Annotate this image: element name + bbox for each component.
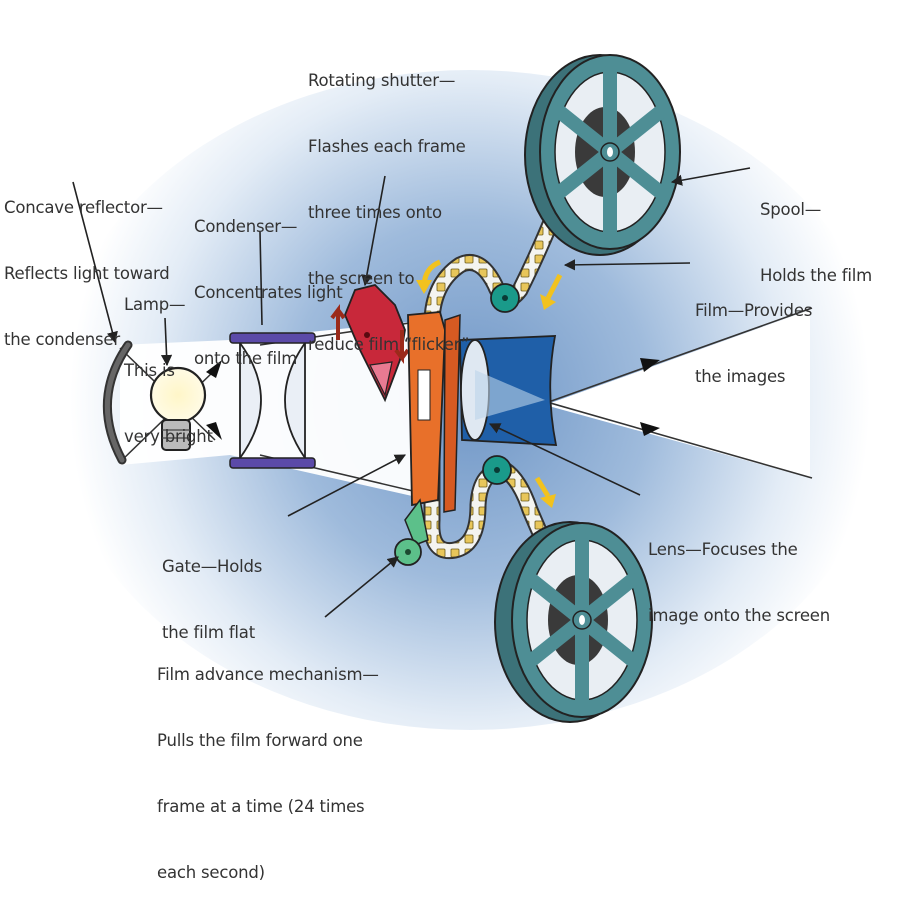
label-line: Pulls the film forward one	[157, 731, 363, 750]
film-motion-arrowhead	[416, 280, 432, 294]
film-advance-mechanism	[394, 498, 429, 566]
light-beam	[120, 320, 430, 500]
label-line: each second)	[157, 863, 265, 882]
leader-gate	[287, 454, 406, 517]
projection-arrowhead	[640, 358, 660, 372]
label-line: Reflects light toward	[4, 264, 170, 283]
label-title: Condenser—	[194, 217, 298, 236]
label-line: This is	[124, 361, 175, 380]
lens-barrel	[459, 335, 558, 446]
label-title: Lens—Focuses the	[648, 540, 798, 559]
spool-upper	[524, 54, 681, 256]
rotating-shutter	[330, 284, 410, 403]
label-line: Holds the film	[760, 266, 872, 285]
leader-spool	[670, 167, 751, 186]
spool-lower	[494, 521, 653, 723]
shutter-arrow-down	[394, 330, 410, 364]
label-line: the condenser	[4, 330, 120, 349]
label-line: the images	[695, 367, 786, 386]
label-line: reduce film “flicker”	[308, 335, 470, 354]
label-title: Gate—Holds	[162, 557, 263, 576]
label-line: image onto the screen	[648, 606, 830, 625]
label-line: onto the film	[194, 349, 298, 368]
label-title: Rotating shutter—	[308, 71, 456, 90]
label-film-advance-mechanism: Film advance mechanism— Pulls the film f…	[157, 620, 379, 906]
film-motion-arrowhead	[540, 494, 556, 508]
label-lens: Lens—Focuses the image onto the screen	[648, 495, 830, 649]
sprocket-upper-hub	[502, 295, 508, 301]
sprocket-lower-hub	[494, 467, 500, 473]
label-title: Film advance mechanism—	[157, 665, 379, 684]
label-rotating-shutter: Rotating shutter— Flashes each frame thr…	[308, 26, 469, 378]
label-concave-reflector: Concave reflector— Reflects light toward…	[4, 153, 170, 373]
projection-arrowhead	[640, 422, 660, 436]
label-line: Flashes each frame	[308, 137, 466, 156]
label-title: Lamp—	[124, 295, 186, 314]
leader-lens	[488, 423, 641, 496]
leader-reflector	[72, 181, 118, 344]
leader-shutter	[361, 175, 386, 287]
ray-arrowhead	[206, 360, 222, 378]
label-line: three times onto	[308, 203, 442, 222]
label-lamp: Lamp— This is very bright	[124, 250, 213, 470]
label-line: frame at a time (24 times	[157, 797, 365, 816]
leader-lamp	[160, 317, 173, 367]
label-line: Concentrates light	[194, 283, 343, 302]
condenser	[229, 332, 316, 469]
shutter-arrow-up	[330, 304, 346, 340]
leader-film	[563, 259, 691, 271]
label-film: Film—Provides the images	[695, 256, 812, 410]
label-line: the screen to	[308, 269, 415, 288]
label-condenser: Condenser— Concentrates light onto the f…	[194, 172, 343, 392]
ray-arrowhead	[206, 422, 222, 440]
label-gate: Gate—Holds the film flat	[162, 512, 262, 666]
label-line: the film flat	[162, 623, 255, 642]
projector-diagram	[50, 54, 890, 730]
label-spool: Spool— Holds the film	[760, 155, 872, 309]
film-motion-arrow	[534, 476, 551, 498]
projection-beam	[545, 310, 810, 478]
label-title: Spool—	[760, 200, 822, 219]
gate	[407, 311, 461, 513]
leader-condenser	[259, 231, 263, 326]
lamp	[149, 366, 207, 451]
leader-advance	[324, 556, 399, 618]
concave-reflector-highlight	[104, 342, 131, 463]
label-title: Film—Provides	[695, 301, 813, 320]
film-motion-arrow	[545, 273, 563, 300]
film-motion-arrowhead	[540, 294, 556, 310]
label-line: very bright	[124, 427, 213, 446]
label-title: Concave reflector—	[4, 198, 163, 217]
